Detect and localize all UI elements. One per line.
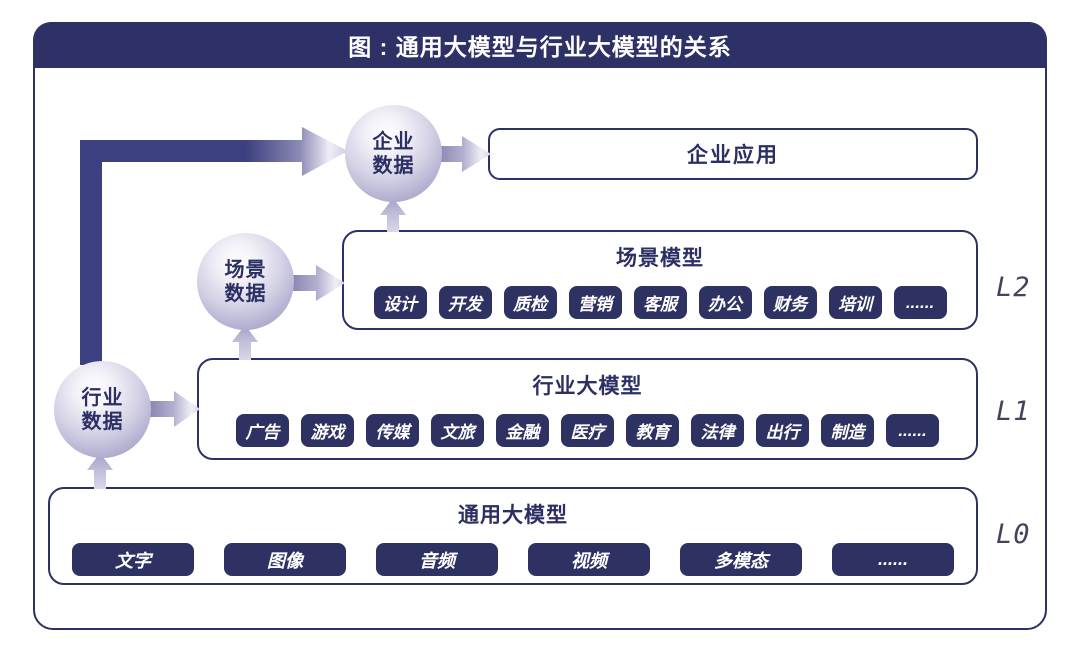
enterprise-app-box: 企业应用 [488,128,978,180]
model-tag: 视频 [528,543,650,576]
model-tag: 医疗 [561,414,614,447]
scene-data-line1: 场景 [224,258,267,281]
industry-model-box: 行业大模型 广告游戏传媒文旅金融医疗教育法律出行制造...... [197,358,978,460]
enterprise-data-line2: 数据 [372,154,415,177]
industry-model-title: 行业大模型 [532,375,643,398]
industry-data-circle: 行业 数据 [54,361,151,458]
general-model-tags: 文字图像音频视频多模态...... [72,543,954,576]
scene-data-line2: 数据 [224,282,267,305]
model-tag: 游戏 [301,414,354,447]
model-tag: 客服 [633,286,687,319]
model-tag: 教育 [626,414,679,447]
model-tag: 培训 [828,286,882,319]
diagram-title: 图 : 通用大模型与行业大模型的关系 [348,34,732,60]
model-tag: 开发 [438,286,492,319]
level-label-l2: L2 [996,272,1031,303]
model-tag: 质检 [503,286,557,319]
model-tag: 财务 [763,286,817,319]
model-tag: 设计 [373,286,427,319]
model-tag: ...... [893,286,947,319]
industry-model-tags: 广告游戏传媒文旅金融医疗教育法律出行制造...... [236,414,939,447]
model-tag: 音频 [376,543,498,576]
model-tag: ...... [886,414,939,447]
model-tag: 传媒 [366,414,419,447]
general-model-box: 通用大模型 文字图像音频视频多模态...... [48,487,978,585]
model-tag: 营销 [568,286,622,319]
scene-model-title: 场景模型 [616,247,704,270]
model-tag: 法律 [691,414,744,447]
industry-data-line2: 数据 [81,410,124,433]
level-label-l0: L0 [996,519,1031,550]
diagram-title-bar: 图 : 通用大模型与行业大模型的关系 [33,22,1047,68]
model-tag: 文字 [72,543,194,576]
enterprise-data-line1: 企业 [372,130,415,153]
enterprise-app-title: 企业应用 [687,144,779,167]
model-tag: 文旅 [431,414,484,447]
model-tag: 图像 [224,543,346,576]
industry-data-line1: 行业 [81,386,124,409]
general-model-title: 通用大模型 [458,504,568,527]
model-tag: 多模态 [680,543,802,576]
enterprise-data-circle: 企业 数据 [345,105,442,202]
model-tag: 广告 [236,414,289,447]
model-tag: 金融 [496,414,549,447]
scene-model-tags: 设计开发质检营销客服办公财务培训...... [373,286,947,319]
scene-data-circle: 场景 数据 [197,233,294,330]
model-tag: 办公 [698,286,752,319]
level-label-l1: L1 [996,396,1031,427]
model-tag: ...... [832,543,954,576]
scene-model-box: 场景模型 设计开发质检营销客服办公财务培训...... [342,230,978,330]
model-tag: 出行 [756,414,809,447]
model-tag: 制造 [821,414,874,447]
